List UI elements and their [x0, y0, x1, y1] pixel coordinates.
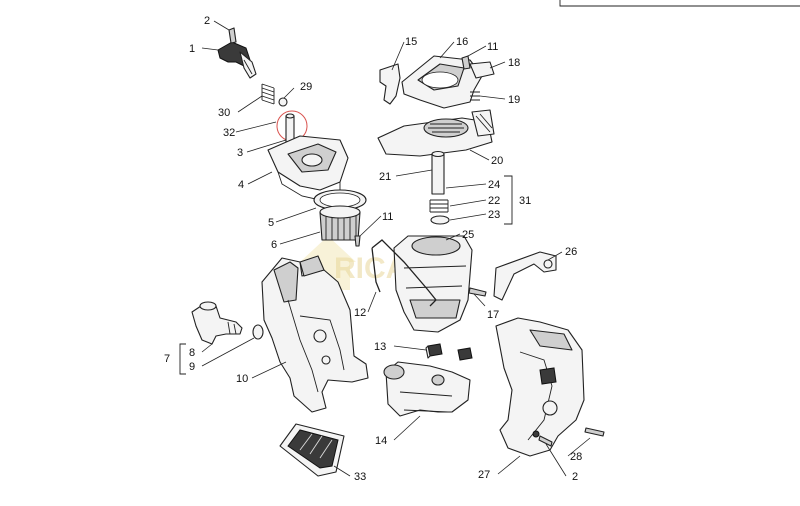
label-19: 19: [508, 94, 520, 106]
part-26-lever: [493, 251, 557, 301]
label-2: 2: [204, 15, 210, 27]
part-12-wire-clip: [371, 239, 437, 307]
part-33-filter-pad: [279, 423, 345, 477]
part-14-lower-body: [383, 361, 471, 417]
label-28: 28: [570, 451, 582, 463]
part-29-oring: [278, 97, 288, 107]
label-14: 14: [375, 435, 387, 447]
label-18: 18: [508, 57, 520, 69]
label-27: 27: [478, 469, 490, 481]
part-18-clip: [469, 61, 495, 79]
label-7: 7: [164, 353, 170, 365]
part-23-seal: [430, 215, 450, 225]
part-22-spring: [429, 199, 449, 213]
part-4-housing: [267, 135, 349, 201]
bracket-31: [504, 175, 513, 225]
label-23: 23: [488, 209, 500, 221]
label-21: 21: [379, 171, 391, 183]
label-10: 10: [236, 373, 248, 385]
label-22: 22: [488, 195, 500, 207]
label-11-top: 11: [487, 41, 498, 53]
part-27-right-body: [495, 317, 585, 457]
label-15: 15: [405, 36, 417, 48]
part-20-plate: [377, 109, 495, 157]
part-labels: 1 2 30 29 32 3 4 5 6 11 12 7 8 9 10 15 1…: [164, 15, 582, 483]
bracket-7: [179, 343, 186, 375]
label-25: 25: [462, 229, 474, 241]
label-5: 5: [268, 217, 274, 229]
label-3: 3: [237, 147, 243, 159]
part-9-oring: [252, 324, 264, 340]
part-1-valve: [217, 41, 257, 79]
label-20: 20: [491, 155, 503, 167]
part-21-shaft: [431, 150, 445, 195]
part-8-fitting: [191, 301, 243, 345]
part-11-top-screw: [461, 55, 471, 70]
frame-corner: [559, 0, 800, 7]
label-13: 13: [374, 341, 386, 353]
part-28-screw: [584, 427, 605, 437]
label-29: 29: [300, 81, 312, 93]
part-13-blocks: [425, 343, 473, 361]
label-4: 4: [238, 179, 244, 191]
leader-lines: [201, 20, 591, 477]
part-6-filter: [319, 205, 361, 241]
label-2-right: 2: [572, 471, 578, 483]
label-16: 16: [456, 36, 468, 48]
part-11-screw: [354, 235, 361, 247]
part-25-block: [393, 235, 473, 333]
part-3-pin: [285, 113, 295, 147]
label-32: 32: [223, 127, 235, 139]
label-11-left: 11: [382, 211, 393, 223]
label-8: 8: [189, 347, 195, 359]
label-17: 17: [487, 309, 499, 321]
label-31: 31: [519, 195, 531, 207]
part-10-frame: [261, 255, 369, 413]
label-6: 6: [271, 239, 277, 251]
part-19-spring: [470, 91, 480, 101]
label-26: 26: [565, 246, 577, 258]
label-30: 30: [218, 107, 230, 119]
label-24: 24: [488, 179, 500, 191]
part-2-screw: [228, 27, 237, 44]
label-1: 1: [189, 43, 195, 55]
part-17-screw: [468, 287, 487, 297]
label-33: 33: [354, 471, 366, 483]
part-30-spring: [261, 83, 275, 105]
part-2-screw-right: [538, 435, 553, 447]
label-12: 12: [354, 307, 366, 319]
part-15-bracket: [379, 63, 401, 105]
label-9: 9: [189, 361, 195, 373]
